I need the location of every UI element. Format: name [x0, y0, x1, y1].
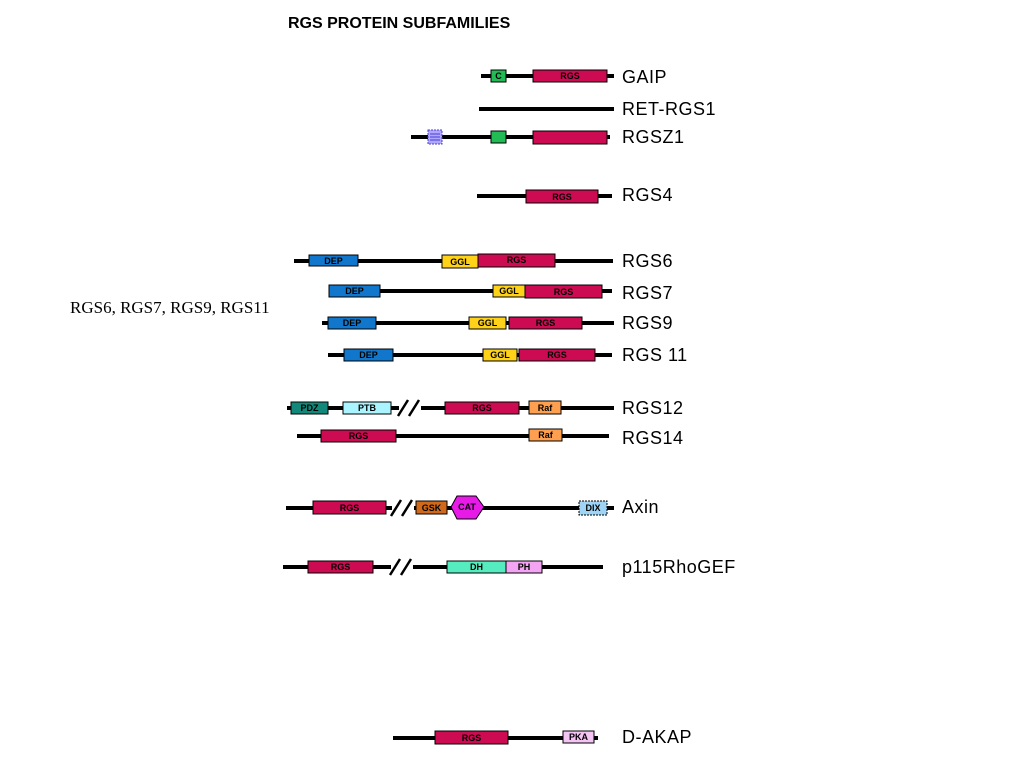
rgs-domain-label: RGS [507, 255, 527, 265]
ptb-domain-label: PTB [358, 403, 377, 413]
rgs-domain [307, 560, 374, 574]
rgs-domain-label: RGS [560, 71, 580, 81]
pdz-domain-label: PDZ [301, 403, 320, 413]
protein-row-d-akap: RGS PKA [393, 730, 598, 745]
rgs-domain-label: RGS [340, 503, 360, 513]
protein-label-ret-rgs1: RET-RGS1 [622, 99, 717, 119]
rgs-domain [532, 130, 608, 145]
ptb-domain [342, 401, 392, 415]
ggl-domain-label: GGL [490, 350, 510, 360]
rgs-domain-label: RGS [331, 562, 351, 572]
ggl-domain-label: GGL [478, 318, 498, 328]
protein-label-axin: Axin [622, 497, 660, 517]
protein-row-rgs7: DEP GGL RGS [328, 284, 612, 299]
dix-domain-label: DIX [585, 503, 600, 513]
rgs-domain-label: RGS [536, 318, 556, 328]
protein-label-gaip: GAIP [622, 67, 668, 87]
ph-domain [505, 560, 543, 574]
pdz-domain [290, 401, 329, 415]
pka-domain [562, 730, 595, 744]
protein-label-p115rhogef: p115RhoGEF [622, 557, 736, 577]
raf-domain-label: Raf [538, 430, 554, 440]
rgs-domain [525, 189, 599, 204]
protein-row-rgs14: RGS Raf [297, 428, 609, 443]
rgs-domain [434, 730, 509, 745]
dep-domain [308, 254, 359, 267]
dep-domain [327, 316, 377, 330]
ggl-domain-label: GGL [450, 257, 470, 267]
rgs-domain [508, 316, 583, 330]
rgs-domain-label: RGS [472, 403, 492, 413]
rgs-domain-label: RGS [547, 350, 567, 360]
protein-label-rgs14: RGS14 [622, 428, 684, 448]
membrane-anchor-icon [427, 129, 443, 145]
c-domain [490, 69, 507, 83]
protein-label-rgs9: RGS9 [622, 313, 674, 333]
rgs-domain-label: RGS [554, 287, 574, 297]
protein-label-rgs11: RGS 11 [622, 345, 688, 365]
dh-domain-label: DH [470, 562, 483, 572]
sequence-break-icon [388, 558, 413, 576]
protein-label-rgs6: RGS6 [622, 251, 674, 271]
group-label: RGS6, RGS7, RGS9, RGS11 [70, 298, 270, 317]
raf-domain [528, 428, 563, 442]
c-domain-label: C [495, 71, 502, 81]
rgs-domain-label: RGS [349, 431, 369, 441]
protein-row-rgs12: PDZ PTB RGS Raf [287, 399, 614, 417]
protein-row-p115rhogef: RGS DH PH [283, 558, 603, 576]
rgs-domain-label: RGS [552, 192, 572, 202]
dep-domain-label: DEP [345, 286, 364, 296]
rgs-domain [532, 69, 608, 83]
protein-row-rgs9: DEP GGL RGS [322, 316, 614, 330]
protein-row-gaip: C RGS [481, 69, 614, 83]
ggl-domain [468, 316, 507, 330]
c-domain [490, 130, 507, 144]
protein-label-rgs12: RGS12 [622, 398, 684, 418]
protein-row-rgs11: DEP GGL RGS [328, 348, 612, 362]
protein-label-d-akap: D-AKAP [622, 727, 693, 747]
dix-domain [578, 500, 608, 516]
rgs-domain [312, 500, 387, 515]
rgs-domain [320, 429, 397, 443]
dep-domain [328, 284, 381, 298]
protein-row-rgs6: DEP GGL RGS [294, 253, 613, 269]
dep-domain-label: DEP [324, 256, 343, 266]
protein-row-rgsz1 [411, 129, 610, 145]
raf-domain [528, 400, 562, 415]
dep-domain-label: DEP [359, 350, 378, 360]
rgs-domain [477, 253, 556, 268]
rgs-domain-label: RGS [462, 733, 482, 743]
gsk-domain-label: GSK [422, 503, 442, 513]
cat-domain-label: CAT [458, 502, 476, 512]
protein-label-rgs4: RGS4 [622, 185, 674, 205]
protein-row-axin: RGS GSK CAT DIX [286, 495, 614, 520]
cat-domain [450, 495, 485, 520]
ph-domain-label: PH [518, 562, 531, 572]
ggl-domain [482, 348, 518, 362]
rgs-domain [524, 284, 603, 299]
dep-domain-label: DEP [343, 318, 362, 328]
protein-row-rgs4: RGS [477, 189, 612, 204]
rgs-domain [444, 401, 520, 415]
sequence-break-icon [389, 499, 414, 517]
protein-label-rgs7: RGS7 [622, 283, 674, 303]
raf-domain-label: Raf [538, 403, 554, 413]
gsk-domain [415, 500, 448, 515]
diagram-title: RGS PROTEIN SUBFAMILIES [288, 15, 511, 32]
sequence-break-icon [396, 399, 421, 417]
pka-domain-label: PKA [569, 732, 589, 742]
dep-domain [343, 348, 394, 362]
rgs-domain [518, 348, 596, 362]
ggl-domain-label: GGL [499, 286, 519, 296]
protein-label-rgsz1: RGSZ1 [622, 127, 685, 147]
